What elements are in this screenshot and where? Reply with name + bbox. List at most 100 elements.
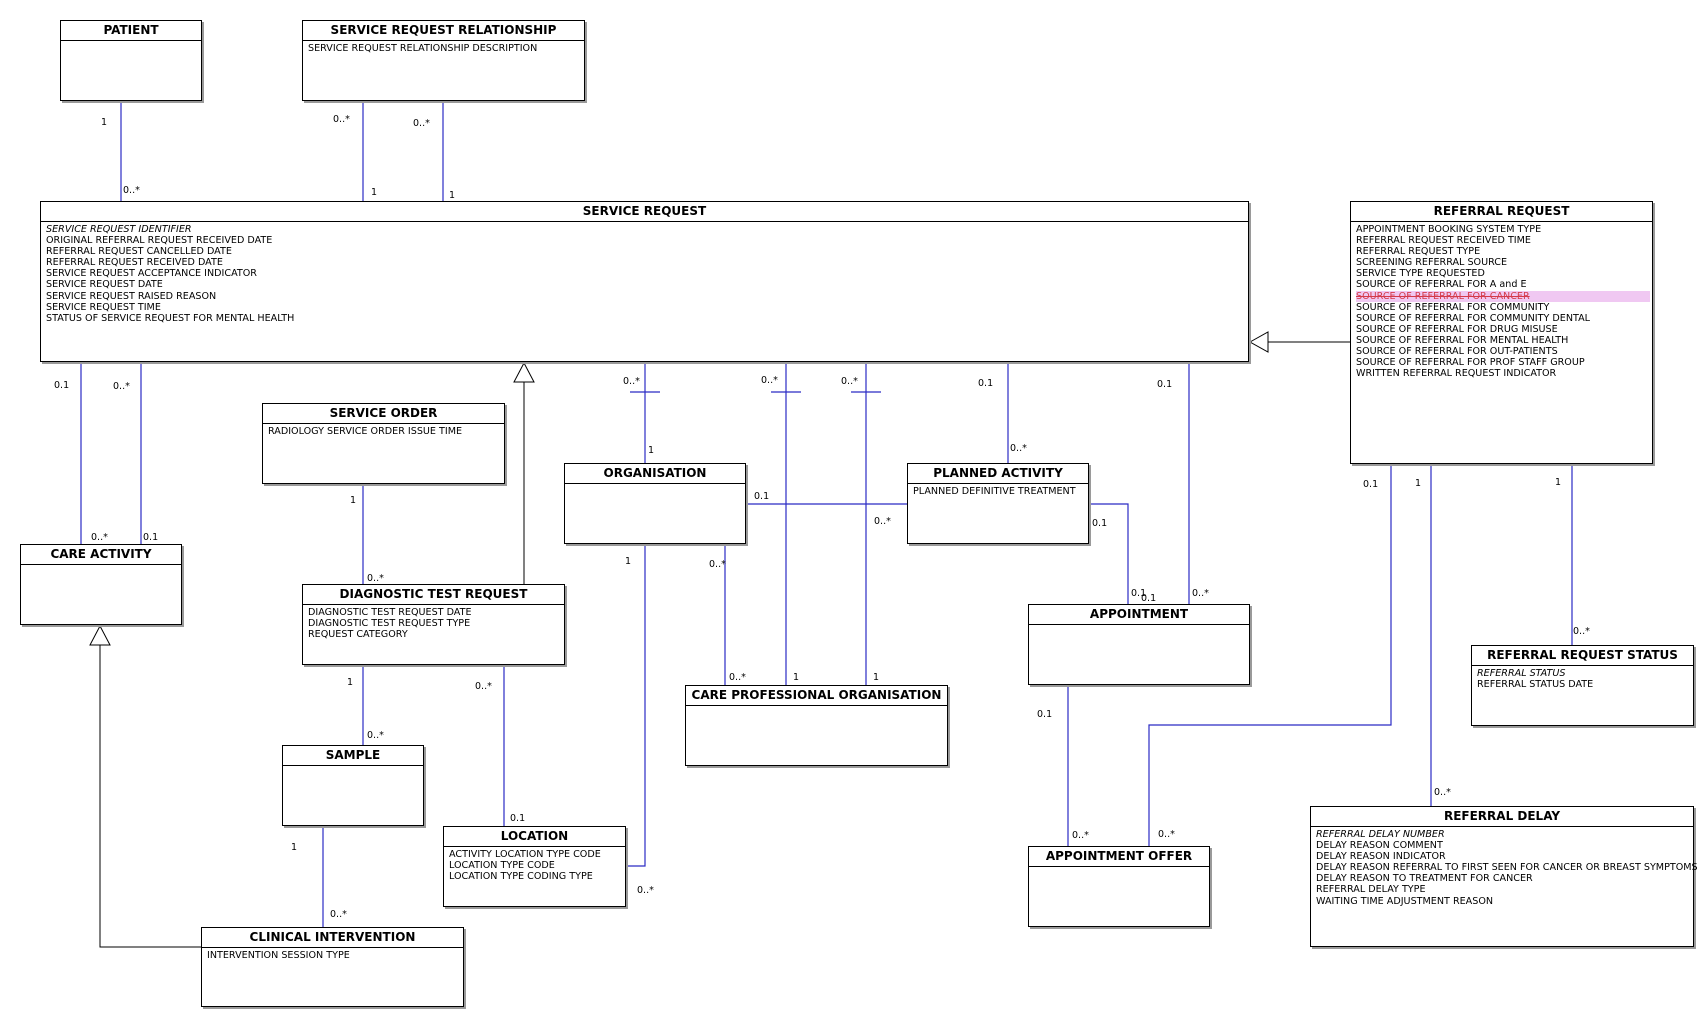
entity-title: APPOINTMENT [1029,605,1249,625]
entity-service-request[interactable]: SERVICE REQUEST SERVICE REQUEST IDENTIFI… [40,201,1249,362]
multiplicity-label: 0..* [729,672,746,683]
attribute: REFERRAL REQUEST RECEIVED DATE [46,257,223,269]
entity-title: PATIENT [61,21,201,41]
entity-title: SAMPLE [283,746,423,766]
multiplicity-label: 0..* [113,381,130,392]
entity-referral-request[interactable]: REFERRAL REQUEST APPOINTMENT BOOKING SYS… [1350,201,1653,464]
attribute: SERVICE REQUEST RAISED REASON [46,290,217,302]
multiplicity-label: 0..* [637,885,654,896]
entity-location[interactable]: LOCATION ACTIVITY LOCATION TYPE CODE LOC… [443,826,626,907]
multiplicity-label: 0..* [367,573,384,584]
attribute-list: REFERRAL STATUS REFERRAL STATUS DATE [1472,666,1693,690]
attribute: SOURCE OF REFERRAL FOR DRUG MISUSE [1356,323,1558,335]
entity-title: REFERRAL REQUEST [1351,202,1652,222]
multiplicity-label: 0..* [1072,830,1089,841]
entity-title: REFERRAL REQUEST STATUS [1472,646,1693,666]
attribute: DIAGNOSTIC TEST REQUEST TYPE [308,618,471,630]
multiplicity-label: 0..* [91,532,108,543]
multiplicity-label: 0..* [330,909,347,920]
multiplicity-label: 0.1 [1141,593,1157,604]
multiplicity-label: 0..* [623,376,640,387]
multiplicity-label: 0.1 [1157,379,1173,390]
entity-diagnostic-test-request[interactable]: DIAGNOSTIC TEST REQUEST DIAGNOSTIC TEST … [302,584,565,665]
entity-clinical-intervention[interactable]: CLINICAL INTERVENTION INTERVENTION SESSI… [201,927,464,1007]
multiplicity-label: 1 [873,672,880,683]
multiplicity-label: 1 [1415,478,1422,489]
attribute: SCREENING REFERRAL SOURCE [1356,257,1508,269]
attribute-list: RADIOLOGY SERVICE ORDER ISSUE TIME [263,424,504,437]
multiplicity-label: 0..* [1434,787,1451,798]
association-line [1089,503,1129,604]
entity-sample[interactable]: SAMPLE [282,745,424,826]
attribute: SERVICE REQUEST ACCEPTANCE INDICATOR [46,268,257,280]
attribute: ORIGINAL REFERRAL REQUEST RECEIVED DATE [46,235,273,247]
attribute: SERVICE REQUEST RELATIONSHIP DESCRIPTION [308,43,538,54]
attribute-list: SERVICE REQUEST RELATIONSHIP DESCRIPTION [303,41,584,54]
attribute: APPOINTMENT BOOKING SYSTEM TYPE [1356,224,1542,235]
attribute: DELAY REASON REFERRAL TO FIRST SEEN FOR … [1316,862,1698,874]
entity-title: DIAGNOSTIC TEST REQUEST [303,585,564,605]
multiplicity-label: 0..* [367,730,384,741]
multiplicity-label: 0..* [841,376,858,387]
multiplicity-label: 0..* [413,118,430,129]
attribute: PLANNED DEFINITIVE TREATMENT [913,486,1076,497]
multiplicity-label: 0.1 [1092,518,1108,529]
attribute: SOURCE OF REFERRAL FOR OUT-PATIENTS [1356,346,1558,358]
entity-title: ORGANISATION [565,464,745,484]
attribute: LOCATION TYPE CODING TYPE [449,871,593,883]
multiplicity-label: 0..* [333,114,350,125]
multiplicity-label: 1 [347,677,354,688]
multiplicity-label: 0.1 [54,380,70,391]
association-line [626,544,646,867]
attribute-list: PLANNED DEFINITIVE TREATMENT [908,484,1088,497]
entity-referral-request-status[interactable]: REFERRAL REQUEST STATUS REFERRAL STATUS … [1471,645,1694,726]
entity-care-activity[interactable]: CARE ACTIVITY [20,544,182,625]
attribute: DELAY REASON TO TREATMENT FOR CANCER [1316,873,1533,885]
attribute: REFERRAL DELAY TYPE [1316,884,1426,896]
entity-title: SERVICE ORDER [263,404,504,424]
multiplicity-label: 1 [449,190,456,201]
attribute: REFERRAL REQUEST TYPE [1356,246,1481,258]
multiplicity-label: 0.1 [1131,588,1147,599]
multiplicity-label: 1 [793,672,800,683]
attribute: SERVICE TYPE REQUESTED [1356,268,1485,280]
entity-title: LOCATION [444,827,625,847]
attribute: DIAGNOSTIC TEST REQUEST DATE [308,607,472,618]
attribute: SOURCE OF REFERRAL FOR PROF STAFF GROUP [1356,357,1585,369]
entity-service-request-relationship[interactable]: SERVICE REQUEST RELATIONSHIP SERVICE REQ… [302,20,585,101]
attribute: SOURCE OF REFERRAL FOR COMMUNITY [1356,301,1550,313]
entity-planned-activity[interactable]: PLANNED ACTIVITY PLANNED DEFINITIVE TREA… [907,463,1089,544]
attribute-key: REFERRAL STATUS [1477,668,1566,679]
attribute: DELAY REASON COMMENT [1316,840,1443,852]
entity-organisation[interactable]: ORGANISATION [564,463,746,544]
entity-care-professional-organisation[interactable]: CARE PROFESSIONAL ORGANISATION [685,685,948,766]
attribute: WAITING TIME ADJUSTMENT REASON [1316,895,1494,907]
attribute-list: ACTIVITY LOCATION TYPE CODE LOCATION TYP… [444,847,625,882]
entity-patient[interactable]: PATIENT [60,20,202,101]
attribute-list: INTERVENTION SESSION TYPE [202,948,463,961]
attribute: WRITTEN REFERRAL REQUEST INDICATOR [1356,368,1557,380]
entity-service-order[interactable]: SERVICE ORDER RADIOLOGY SERVICE ORDER IS… [262,403,505,484]
entity-title: REFERRAL DELAY [1311,807,1693,827]
entity-appointment-offer[interactable]: APPOINTMENT OFFER [1028,846,1210,927]
attribute: SERVICE REQUEST TIME [46,301,161,313]
attribute: ACTIVITY LOCATION TYPE CODE [449,849,601,860]
attribute: REFERRAL STATUS DATE [1477,679,1594,691]
multiplicity-label: 0..* [709,559,726,570]
attribute: REFERRAL REQUEST CANCELLED DATE [46,246,232,258]
entity-title: CARE ACTIVITY [21,545,181,565]
attribute: REFERRAL REQUEST RECEIVED TIME [1356,235,1531,247]
multiplicity-label: 0.1 [143,532,159,543]
entity-title: SERVICE REQUEST RELATIONSHIP [303,21,584,41]
attribute-list: SERVICE REQUEST IDENTIFIER ORIGINAL REFE… [41,222,1248,324]
attribute: STATUS OF SERVICE REQUEST FOR MENTAL HEA… [46,312,295,324]
entity-referral-delay[interactable]: REFERRAL DELAY REFERRAL DELAY NUMBER DEL… [1310,806,1698,947]
attribute-key: REFERRAL DELAY NUMBER [1316,829,1445,840]
attribute: RADIOLOGY SERVICE ORDER ISSUE TIME [268,426,463,437]
entity-appointment[interactable]: APPOINTMENT [1028,604,1250,685]
multiplicity-label: 0.1 [510,813,526,824]
multiplicity-label: 0.1 [1363,479,1379,490]
attribute-list: REFERRAL DELAY NUMBER DELAY REASON COMME… [1311,827,1698,907]
multiplicity-label: 0..* [1158,829,1175,840]
